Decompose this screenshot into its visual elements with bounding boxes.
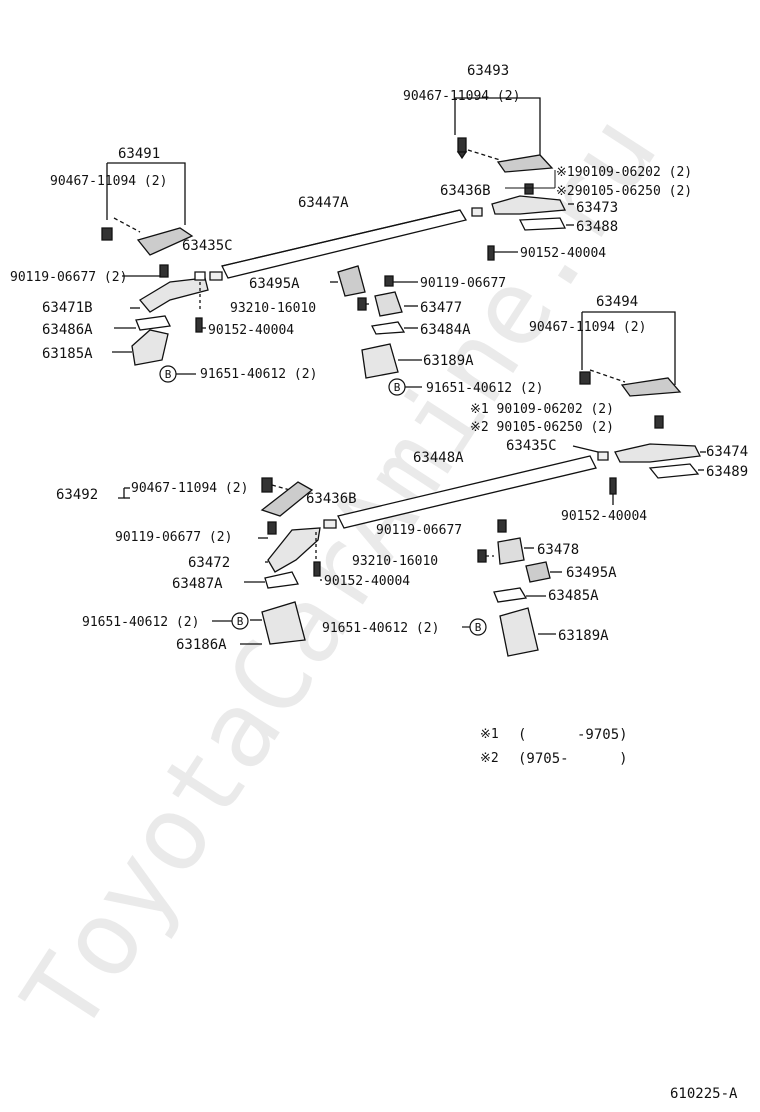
cover-63484A — [371, 321, 406, 335]
block-63477 — [374, 291, 403, 317]
group-63492 — [118, 477, 322, 645]
part-label: 63435C — [506, 438, 557, 454]
bracket-63473 — [491, 195, 567, 215]
part-label: 90119-06677 — [376, 523, 462, 538]
part-label: 63478 — [537, 542, 579, 558]
part-label: 63488 — [576, 219, 618, 235]
pad-63495A — [337, 265, 366, 297]
part-label: 63487A — [172, 576, 223, 592]
part-label: 90467-11094 (2) — [131, 481, 248, 496]
end-cap-63493 — [496, 154, 554, 173]
badge-letter: B — [237, 615, 244, 628]
block-63478 — [497, 537, 525, 565]
part-label: 63489 — [706, 464, 748, 480]
part-label: ※1 90109-06202 (2) — [470, 402, 614, 417]
part-label: 91651-40612 (2) — [426, 381, 543, 396]
part-label: 63484A — [420, 322, 471, 338]
stay-63189A-top — [361, 343, 399, 379]
part-label: 90119-06677 — [420, 276, 506, 291]
group-63494 — [572, 311, 706, 505]
part-label: 90467-11094 (2) — [403, 89, 520, 104]
part-label: 90152-40004 — [561, 509, 647, 524]
part-label: 63436B — [306, 491, 357, 507]
part-label: 63436B — [440, 183, 491, 199]
part-label: 90119-06677 (2) — [10, 270, 127, 285]
part-label: 63493 — [467, 63, 509, 79]
pad-63495A-bottom — [525, 561, 551, 583]
note-mark: ※2 — [480, 751, 499, 766]
part-label: 93210-16010 — [230, 301, 316, 316]
part-label: 63473 — [576, 200, 618, 216]
stay-63189A-bottom — [499, 607, 539, 657]
figure-code: 610225-A — [670, 1086, 738, 1102]
part-label: 90152-40004 — [520, 246, 606, 261]
center-group-top — [330, 265, 422, 379]
badge-letters: B B B B — [165, 368, 482, 634]
part-label: 90152-40004 — [208, 323, 294, 338]
part-label: 63486A — [42, 322, 93, 338]
bracket-63471B — [139, 277, 209, 313]
rail-63447A — [209, 209, 468, 281]
part-label: 63189A — [423, 353, 474, 369]
part-label: ※290105-06250 (2) — [556, 184, 692, 199]
part-label: 63472 — [188, 555, 230, 571]
badge-letter: B — [475, 621, 482, 634]
part-labels: 63493 90467-11094 (2) ※190109-06202 (2) … — [10, 63, 748, 653]
part-label: 91651-40612 (2) — [82, 615, 199, 630]
bracket-63472 — [267, 527, 321, 573]
group-63493 — [454, 97, 574, 261]
part-label: 63471B — [42, 300, 93, 316]
part-label: 90467-11094 (2) — [50, 174, 167, 189]
part-label: 63491 — [118, 146, 160, 162]
badge-letter: B — [165, 368, 172, 381]
cover-63486A — [135, 315, 171, 331]
part-label: 93210-16010 — [352, 554, 438, 569]
part-label: 63186A — [176, 637, 227, 653]
notes: ※1 ( -9705) ※2 (9705- ) — [480, 727, 628, 767]
badge-leaders — [176, 373, 470, 628]
group-63491 — [101, 162, 209, 366]
cover-63487A — [264, 571, 299, 589]
badge-letter: B — [394, 381, 401, 394]
part-label: 63477 — [420, 300, 462, 316]
cover-63489 — [648, 463, 700, 479]
note-range: ( -9705) — [518, 727, 628, 743]
end-cap-63492 — [260, 481, 314, 517]
part-label: ※190109-06202 (2) — [556, 165, 692, 180]
part-label: 63492 — [56, 487, 98, 503]
part-label: 63435C — [182, 238, 233, 254]
part-label: 63494 — [596, 294, 638, 310]
part-label: 91651-40612 (2) — [200, 367, 317, 382]
note-mark: ※1 — [480, 727, 499, 742]
part-label: 63447A — [298, 195, 349, 211]
bracket-63474 — [614, 443, 701, 463]
center-group-bottom — [477, 519, 562, 657]
stay-63185A — [131, 329, 169, 366]
part-label: 63495A — [249, 276, 300, 292]
stay-63186A — [261, 601, 306, 645]
cover-63488 — [518, 217, 567, 231]
part-label: 63185A — [42, 346, 93, 362]
part-label: ※2 90105-06250 (2) — [470, 420, 614, 435]
part-label: 90119-06677 (2) — [115, 530, 232, 545]
end-cap-63491 — [136, 227, 194, 256]
part-label: 90467-11094 (2) — [529, 320, 646, 335]
note-range: (9705- ) — [518, 751, 628, 767]
cover-63485A — [493, 587, 528, 603]
part-label: 91651-40612 (2) — [322, 621, 439, 636]
part-label: 63485A — [548, 588, 599, 604]
part-label: 63448A — [413, 450, 464, 466]
part-label: 63189A — [558, 628, 609, 644]
end-cap-63494 — [620, 377, 682, 397]
rail-63448A — [323, 455, 597, 529]
part-label: 63474 — [706, 444, 748, 460]
part-label: 63495A — [566, 565, 617, 581]
part-label: 90152-40004 — [324, 574, 410, 589]
